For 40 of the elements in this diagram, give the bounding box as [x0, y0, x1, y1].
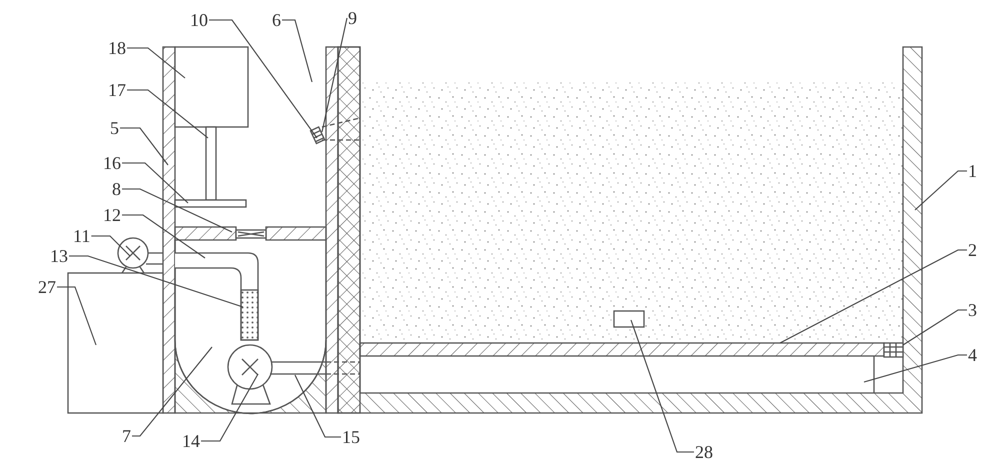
callout-number: 27: [38, 277, 56, 297]
leader-line: [902, 309, 967, 346]
callout-number: 10: [190, 10, 208, 30]
callout-number: 8: [112, 179, 121, 199]
leader-line: [321, 18, 348, 132]
leader-line: [201, 374, 258, 442]
leader-line: [282, 19, 313, 82]
callout-number: 2: [968, 240, 977, 260]
callout-number: 12: [103, 205, 121, 225]
leader-line: [122, 188, 232, 232]
callout-number: 13: [50, 246, 68, 266]
callout-number: 6: [272, 10, 281, 30]
leader-line: [122, 162, 188, 204]
callout-number: 17: [108, 80, 126, 100]
leader-line: [209, 19, 318, 138]
callout-number: 15: [342, 427, 360, 447]
leader-line: [57, 286, 97, 346]
leader-line: [132, 346, 212, 437]
callout-number: 4: [968, 345, 977, 365]
leader-line: [122, 214, 206, 258]
leader-line: [864, 354, 967, 383]
callout-number: 5: [110, 118, 119, 138]
leader-line: [780, 249, 967, 344]
callout-number: 9: [348, 8, 357, 28]
callout-number: 16: [103, 153, 121, 173]
leader-line: [294, 374, 341, 438]
leader-line: [91, 235, 130, 256]
callout-number: 7: [122, 426, 131, 446]
leader-line: [630, 320, 694, 453]
leader-line: [127, 89, 208, 138]
leader-line: [120, 127, 168, 166]
callout-number: 1: [968, 161, 977, 181]
callout-number: 11: [73, 226, 90, 246]
leader-line: [69, 255, 244, 308]
leader-line: [127, 47, 186, 78]
callout-number: 14: [182, 431, 200, 451]
callout-number: 18: [108, 38, 126, 58]
leader-line: [914, 170, 967, 210]
callout-number: 3: [968, 300, 977, 320]
callout-number: 28: [695, 442, 713, 462]
